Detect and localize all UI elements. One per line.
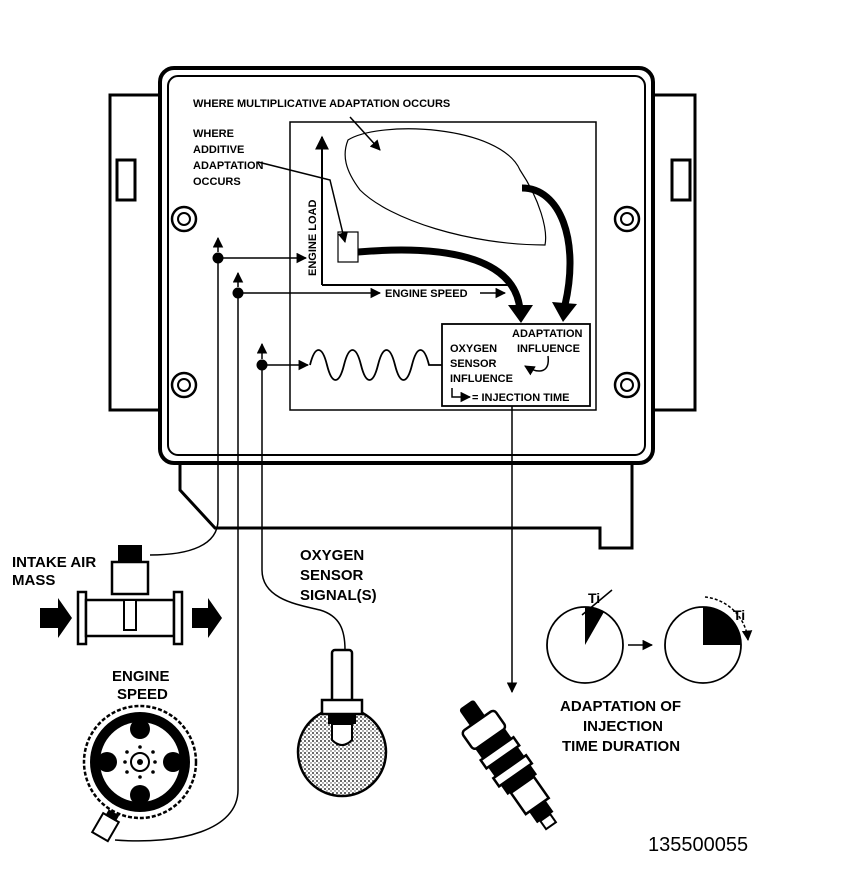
multiplicative-to-adaptation-arrow: [521, 184, 574, 306]
airflow-in-arrow: [40, 598, 72, 638]
oxygen-sensor-wire: [261, 365, 346, 651]
engine-speed-axis-label: ENGINE SPEED: [385, 288, 468, 300]
engine-load-axis-label: ENGINE LOAD: [307, 200, 319, 276]
intake-air-mass-label: INTAKE AIR MASS: [12, 554, 100, 589]
engine-speed-sensor-wheel: [82, 704, 198, 843]
adaptation-of-injection-label: ADAPTATION OF INJECTION TIME DURATION: [560, 698, 685, 755]
additive-pointer: [257, 161, 348, 244]
oxygen-signal-waveform: [309, 349, 442, 381]
ti-after-label: Ti: [733, 607, 745, 623]
screw-top-left: [170, 205, 198, 233]
screw-bottom-right: [613, 371, 641, 399]
right-mounting-bracket: [652, 93, 697, 412]
air-mass-wire: [149, 258, 219, 556]
additive-to-adaptation-arrow: [357, 246, 524, 311]
oxygen-sensor: [296, 648, 388, 798]
right-bracket-slot: [670, 158, 692, 202]
oxygen-sensor-influence-label: OXYGEN SENSOR INFLUENCE: [450, 343, 513, 385]
injection-time-after: Ti: [664, 596, 753, 684]
oxygen-sensor-signal-label: OXYGEN SENSOR SIGNAL(S): [300, 547, 377, 604]
additive-arrowhead: [508, 305, 533, 323]
left-mounting-bracket: [108, 93, 160, 412]
additive-adaptation-label: WHERE ADDITIVE ADAPTATION OCCURS: [193, 128, 267, 188]
injection-time-before-wedge: [585, 607, 604, 645]
injection-time-before: Ti: [546, 589, 624, 684]
airflow-out-arrow: [192, 598, 222, 638]
multiplicative-arrowhead: [552, 302, 577, 322]
injection-time-bracket-arrow: [451, 388, 472, 403]
adaptation-influence-arrow: [524, 355, 549, 376]
injection-time-after-wedge: [703, 607, 741, 645]
ecu-lower-skirt: [178, 463, 634, 550]
left-bracket-slot: [115, 158, 137, 202]
figure-number: 135500055: [648, 834, 748, 856]
multiplicative-adaptation-label: WHERE MULTIPLICATIVE ADAPTATION OCCURS: [193, 98, 450, 110]
engine-speed-wire: [114, 293, 239, 842]
speed-pickup-sensor: [90, 809, 121, 843]
multiplicative-pointer: [349, 116, 381, 151]
ti-before-label: Ti: [588, 590, 600, 606]
adaptation-influence-label: ADAPTATION INFLUENCE: [512, 328, 586, 355]
injection-time-label: = INJECTION TIME: [472, 392, 570, 404]
screw-top-right: [613, 205, 641, 233]
ti-before-pointer: [581, 589, 613, 616]
fuel-injector: [459, 700, 558, 831]
engine-speed-sensor-label: ENGINE SPEED: [112, 668, 174, 703]
ecu-inner-rim: [167, 75, 646, 456]
additive-adaptation-zone: [337, 231, 359, 263]
air-mass-meter: [40, 545, 222, 646]
ti-after-arc-arrow: [704, 596, 753, 642]
multiplicative-adaptation-zone: [344, 128, 547, 246]
screw-bottom-left: [170, 371, 198, 399]
